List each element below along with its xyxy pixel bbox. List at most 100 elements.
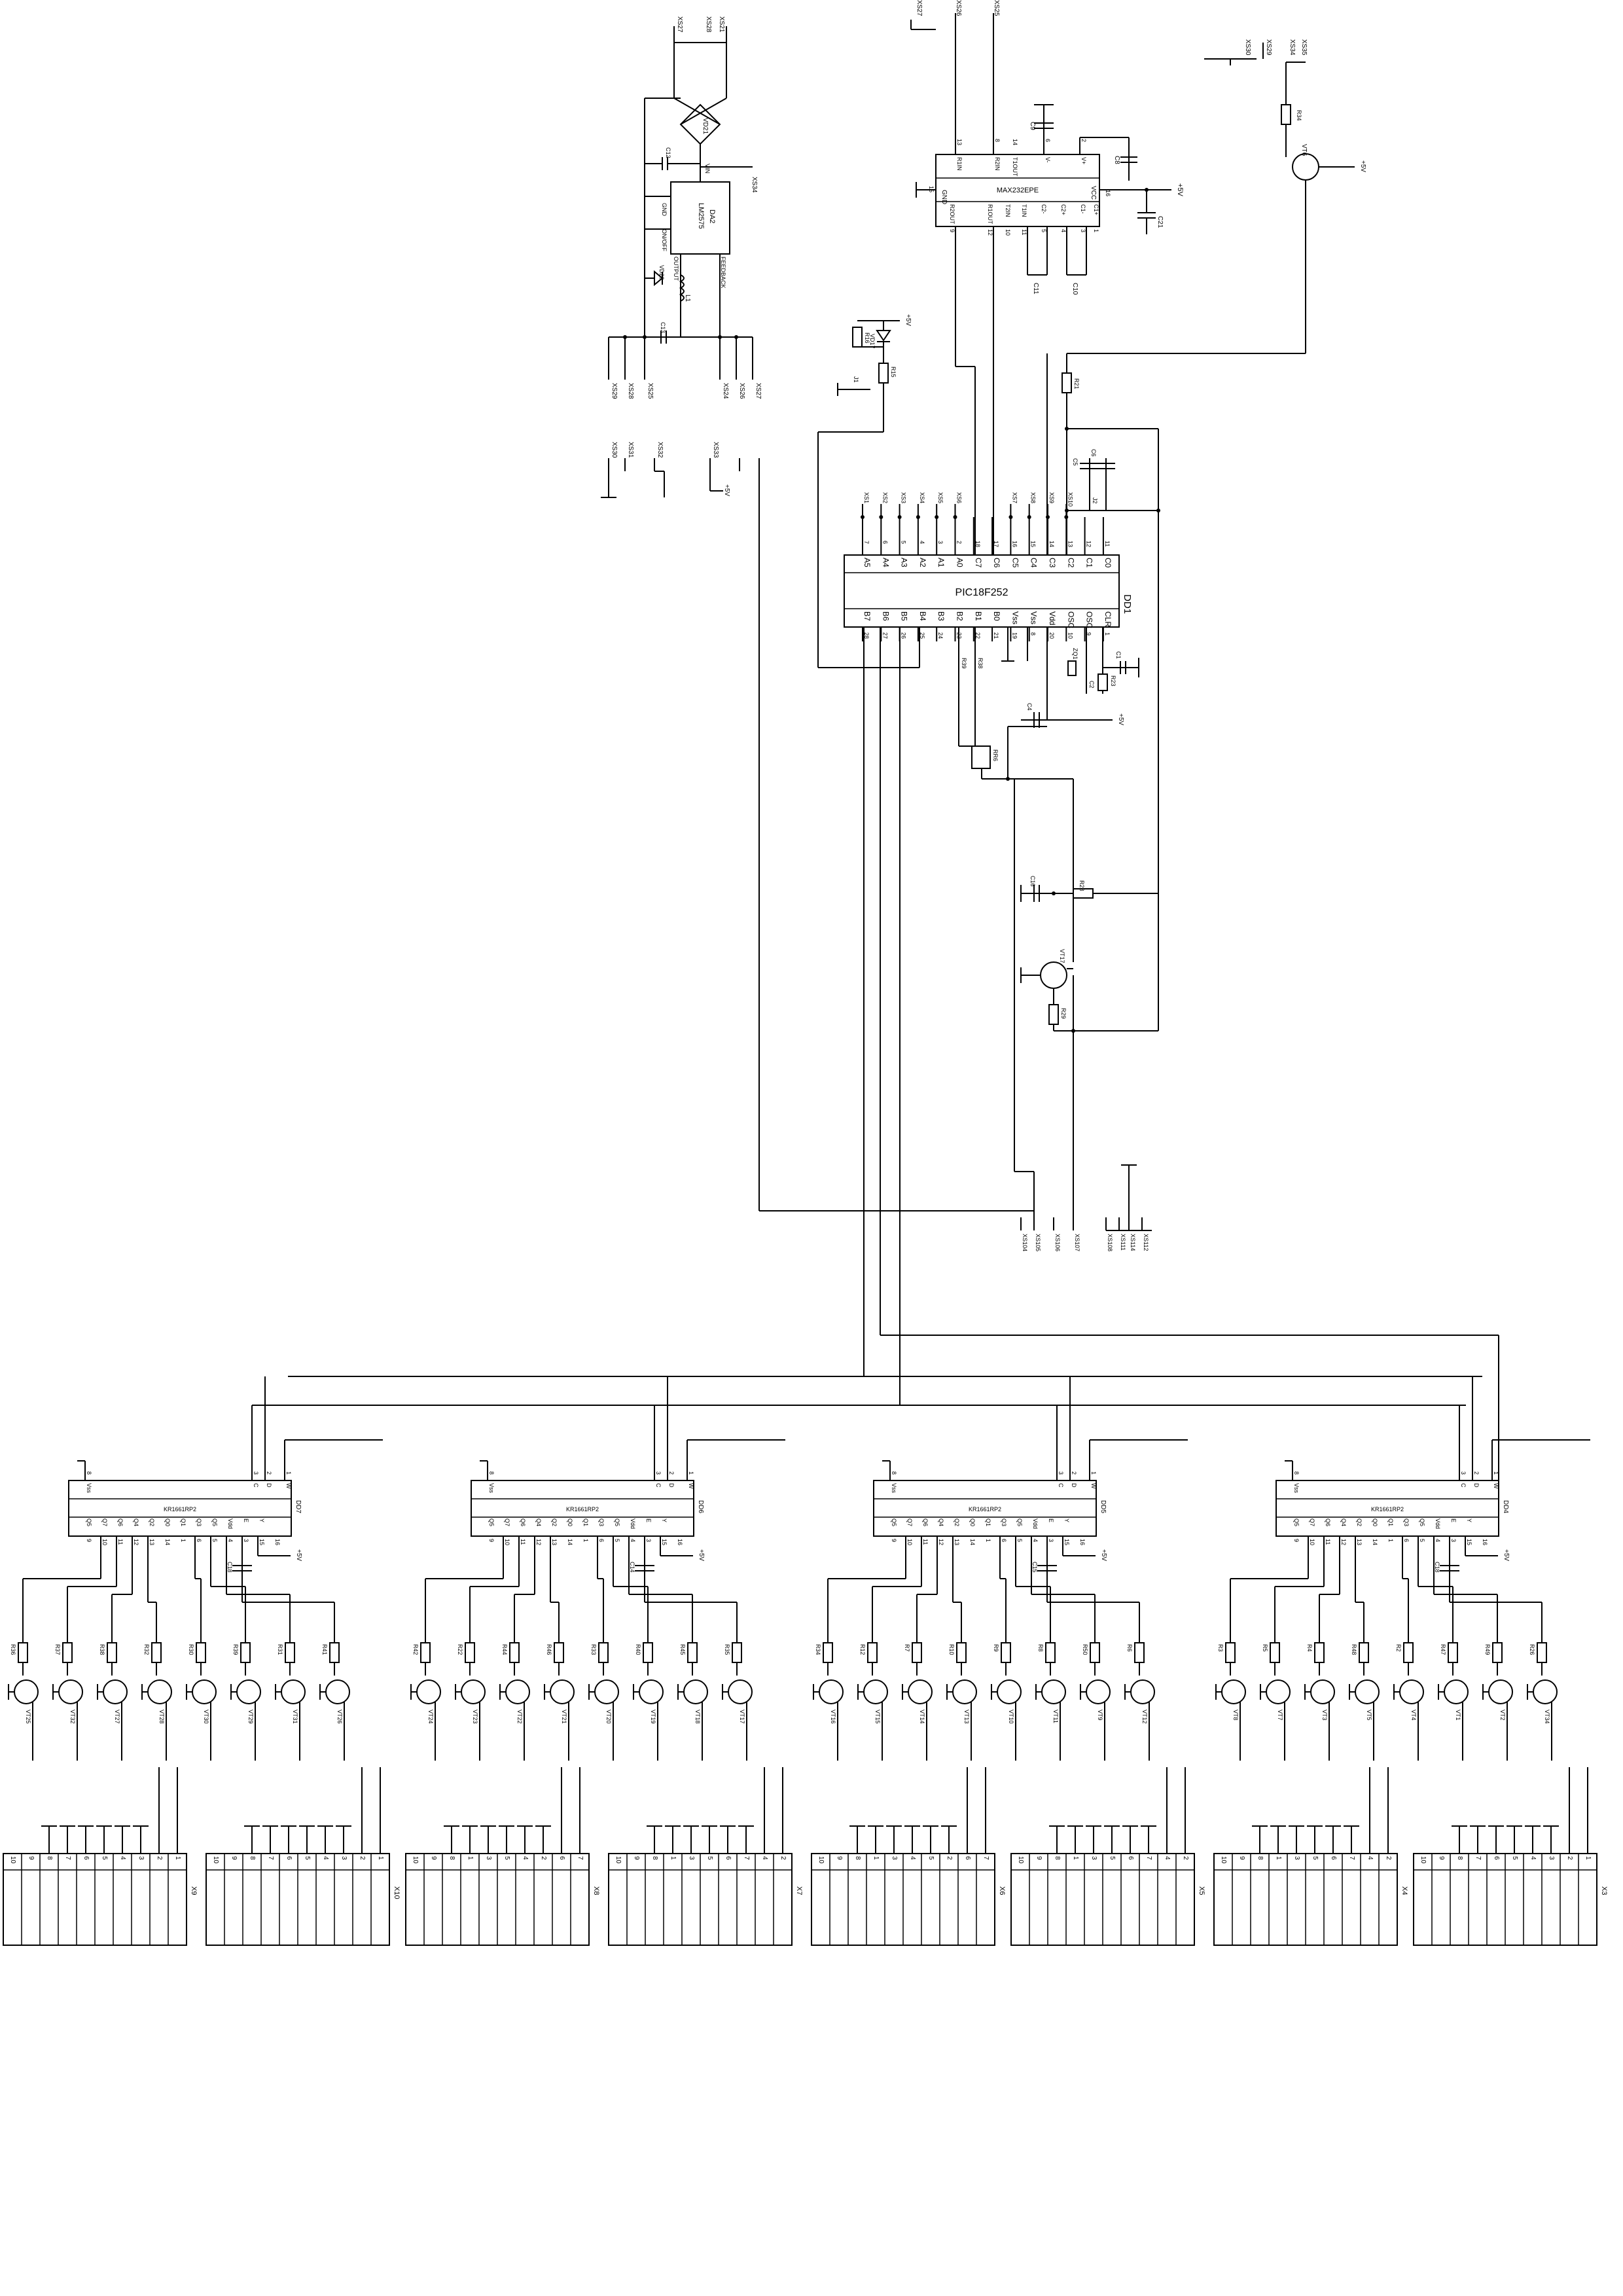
driver-bottom-name: Vdd	[630, 1518, 636, 1529]
vt17-label: VT17	[1059, 949, 1065, 963]
connector-pin-num: 10	[412, 1856, 419, 1864]
transistor-label: VT22	[516, 1710, 523, 1724]
transistor-icon	[147, 1679, 172, 1704]
connector-pin-num: 6	[82, 1856, 90, 1860]
connector-pin-num: 3	[1548, 1856, 1555, 1860]
mcu-pin-num: 3	[937, 541, 944, 544]
transistor-label: VT9	[1097, 1710, 1103, 1721]
mcu-net-label: XS4	[919, 492, 925, 503]
transistor-label: VT16	[830, 1710, 836, 1724]
driver-bottom-num: 12	[133, 1539, 139, 1545]
driver-bottom-num: 13	[551, 1539, 558, 1545]
transistor-label: VT14	[919, 1710, 925, 1724]
connector-pin-num: 3	[1090, 1856, 1097, 1860]
base-resistor	[1001, 1642, 1011, 1663]
max232-pin-num: 5	[1041, 229, 1047, 232]
base-resistor-label: R32	[143, 1644, 150, 1655]
mcu-pin-name: A4	[881, 558, 890, 567]
regulator-body	[670, 181, 730, 255]
connector-pin-num: 7	[1145, 1856, 1152, 1860]
regulator-diode: VD20	[658, 265, 665, 280]
connector-ref: X8	[592, 1886, 600, 1895]
cap-c16: C16	[1029, 876, 1036, 887]
base-resistor-label: R34	[815, 1644, 821, 1655]
driver-bottom-name: Vdd	[227, 1518, 234, 1529]
bottom-conn-label: XS114	[1130, 1234, 1136, 1251]
regulator-out-1: XS29	[611, 383, 618, 399]
max232-pin-num: 11	[1021, 229, 1027, 235]
driver-top-name: C	[655, 1483, 662, 1488]
transistor-icon	[1488, 1679, 1513, 1704]
top-right-block: XS30 XS29 XS34 XS35 R34 VT6 +5V	[1067, 39, 1366, 354]
base-resistor-label: R10	[948, 1644, 955, 1655]
mcu-pin-num: 15	[1030, 541, 1037, 547]
max232-pin-name: V+	[1080, 157, 1087, 164]
regulator-in-1: XS27	[676, 16, 683, 33]
transistor-label: VT2	[1499, 1710, 1506, 1721]
transistor-icon	[1533, 1679, 1558, 1704]
driver-cap-label: C18	[1434, 1562, 1440, 1573]
driver-bottom-name: Q5	[1293, 1518, 1300, 1526]
connector-pin-num: 3	[688, 1856, 695, 1860]
driver-bottom-num: 9	[891, 1539, 897, 1542]
max232-cap-c10: C10	[1071, 283, 1079, 295]
max232-pin-name: R2IN	[994, 157, 1001, 171]
base-resistor	[1448, 1642, 1458, 1663]
bus-lines	[252, 627, 1499, 1480]
mcu-pin-name: C1	[1085, 558, 1094, 568]
connector-pin-num: 5	[1511, 1856, 1518, 1860]
max232-pin-num: 1	[1093, 229, 1099, 232]
max232-pin-name: R2OUT	[949, 204, 955, 224]
base-resistor	[18, 1642, 28, 1663]
connector-ref: X7	[795, 1886, 803, 1895]
osc-block: ZQ1 C1 C2 R23 C4 +5V	[1001, 627, 1139, 728]
driver-part: KR1661RP2	[164, 1506, 196, 1513]
driver-bottom-name: Q3	[598, 1518, 605, 1526]
connector-pin-num: 4	[322, 1856, 329, 1860]
base-resistor	[1492, 1642, 1503, 1663]
mcu-pin-num: 21	[993, 632, 999, 639]
connector-pin-num: 9	[27, 1856, 35, 1860]
connector-pin-num: 1	[174, 1856, 181, 1860]
bottom-conn-label: XS107	[1074, 1234, 1080, 1251]
max232-conn-3: XS25	[993, 0, 1000, 16]
connector-pin-num: 5	[1109, 1856, 1116, 1860]
regulator-pin-feedback: FEEDBACK	[720, 257, 726, 289]
transistor-label: VT23	[472, 1710, 478, 1724]
driver-top-name: W	[688, 1483, 694, 1489]
mcu-pin-num: 10	[1067, 632, 1073, 639]
driver-bottom-name: Q5	[891, 1518, 897, 1526]
base-resistor-label: R7	[904, 1644, 910, 1652]
driver-bottom-name: Q5	[1016, 1518, 1023, 1526]
transistor-label: VT18	[694, 1710, 701, 1724]
base-resistor	[1537, 1642, 1547, 1663]
mcu-pin-name: C6	[992, 558, 1001, 568]
crystal-label: ZQ1	[1072, 648, 1079, 660]
connector-pin-num: 10	[615, 1856, 622, 1864]
max232-pin-num: 13	[956, 139, 963, 145]
connector-pin-num: 7	[577, 1856, 584, 1860]
connector-pin-num: 9	[1438, 1856, 1445, 1860]
driver-bottom-name: Q0	[567, 1518, 573, 1526]
mcu-body	[844, 554, 1120, 628]
driver-bottom-num: 16	[1079, 1539, 1086, 1545]
connector-ref: X3	[1600, 1886, 1608, 1895]
driver-bottom-num: 6	[1403, 1539, 1410, 1542]
mcu-block: PIC18F252 DD1 A57XS1A46XS2A35XS3A24XS4A1…	[844, 492, 1133, 641]
driver-top-name: D	[668, 1483, 675, 1488]
max232-bottom-pins: R2OUT9R1OUT12T2IN10T1IN11C2-5C2+4C1-3C1+…	[949, 204, 1099, 236]
driver-bottom-num: 15	[1466, 1539, 1472, 1545]
driver-bottom-name: E	[645, 1518, 652, 1522]
driver-part: KR1661RP2	[566, 1506, 599, 1513]
cap-c4: C4	[1026, 703, 1033, 711]
mcu-pin-name: A2	[918, 558, 927, 567]
max232-part-label: MAX232EPE	[997, 187, 1039, 194]
led-plus5: +5V	[904, 314, 912, 326]
driver-cap-label: C18	[226, 1562, 233, 1573]
base-resistor-label: R6	[1126, 1644, 1133, 1652]
rpack-r38: R38	[977, 658, 984, 669]
